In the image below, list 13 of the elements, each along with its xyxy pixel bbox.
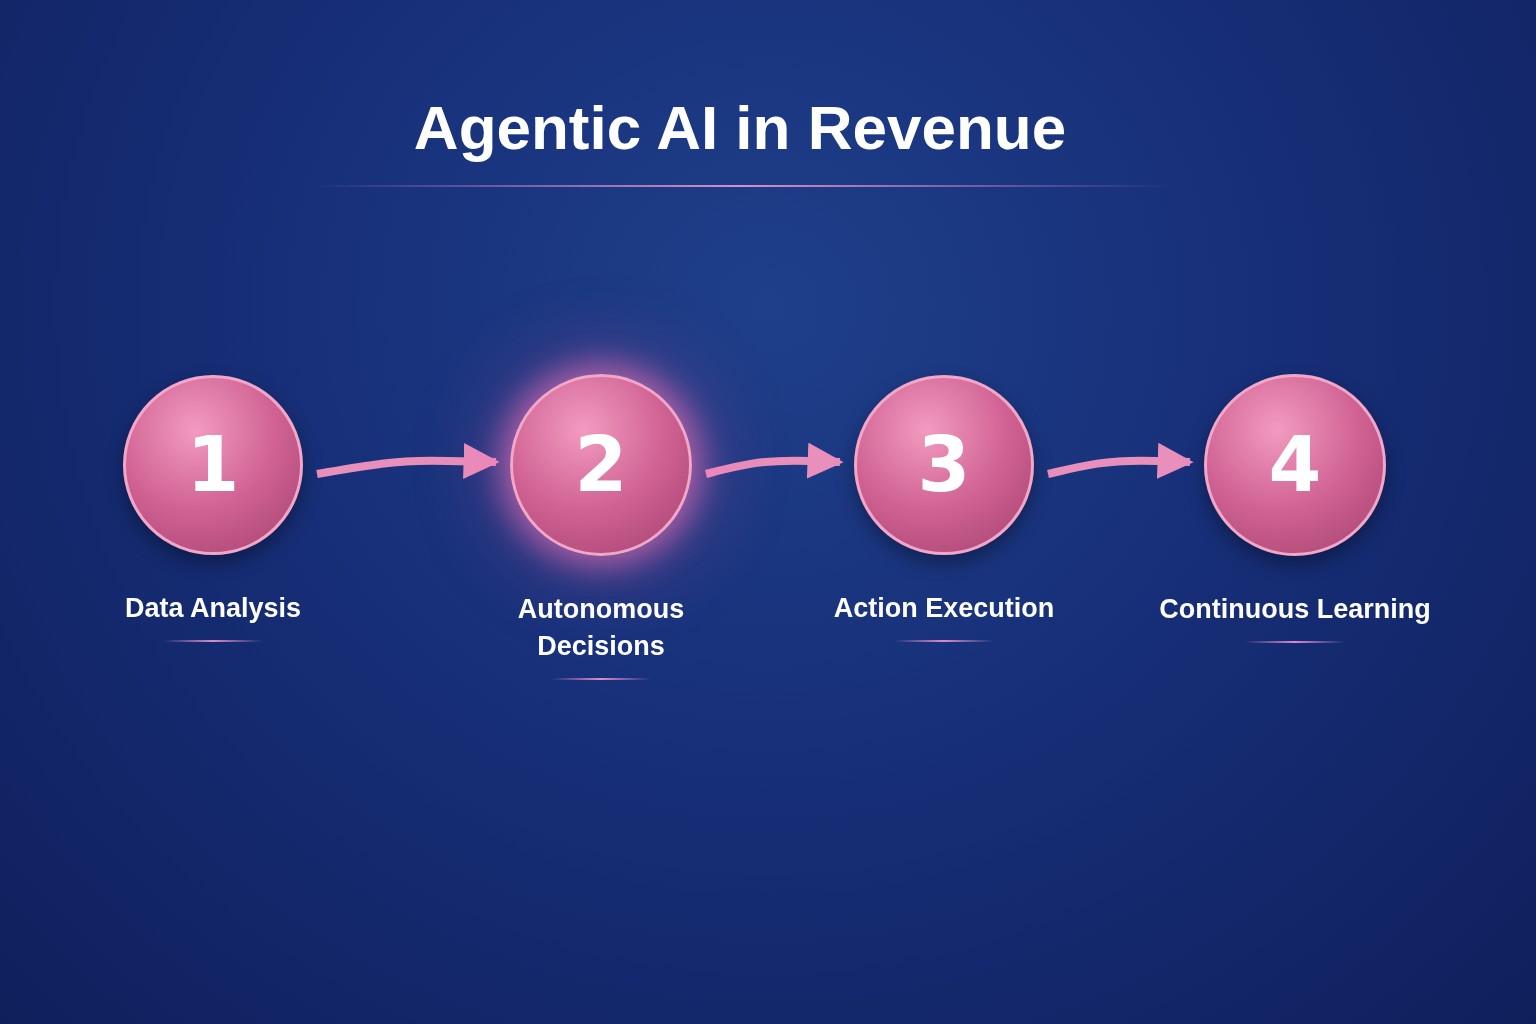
step-circle xyxy=(510,374,692,556)
step-number: 1 xyxy=(185,427,241,503)
arrow xyxy=(705,442,844,479)
step-label: Autonomous Decisions xyxy=(516,593,686,663)
arrow xyxy=(1047,442,1194,479)
step-label: Continuous Learning xyxy=(1158,593,1432,626)
step-label: Action Execution xyxy=(832,592,1056,625)
title: Agentic AI in Revenue xyxy=(412,92,1068,163)
step-number: 3 xyxy=(916,427,972,503)
step-number: 4 xyxy=(1267,427,1323,503)
arrow xyxy=(316,443,500,480)
step-number: 2 xyxy=(573,427,629,503)
step-label: Data Analysis xyxy=(123,592,303,625)
